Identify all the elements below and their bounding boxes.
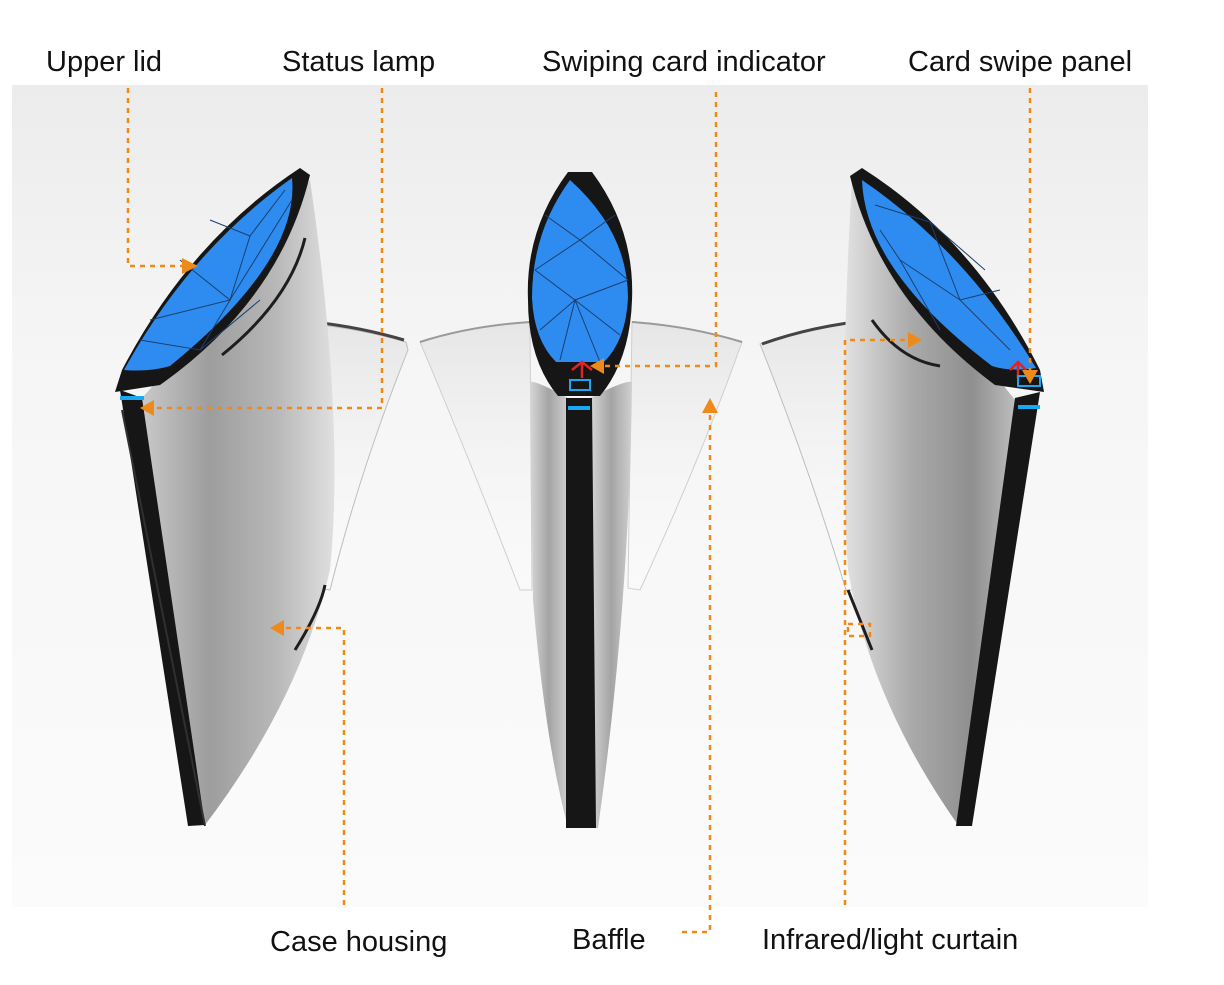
baffle-center-right: [627, 321, 743, 591]
left-turnstile-unit: [115, 168, 335, 827]
left-upper-lid: [124, 178, 293, 371]
leader-arrowheads: [140, 258, 1038, 636]
baffle-center-left: [419, 321, 533, 591]
right-turnstile-unit: [843, 168, 1044, 826]
center-swiping-card-indicator: [571, 360, 593, 378]
label-card-swipe-panel: Card swipe panel: [900, 42, 1141, 83]
label-baffle: Baffle: [564, 920, 654, 961]
label-infrared-light-curtain: Infrared/light curtain: [754, 920, 1027, 961]
center-turnstile-unit: [527, 172, 633, 828]
label-case-housing: Case housing: [262, 922, 456, 963]
label-swiping-card-indicator: Swiping card indicator: [534, 42, 834, 83]
label-upper-lid: Upper lid: [38, 42, 227, 83]
right-upper-lid: [862, 180, 1036, 370]
label-status-lamp: Status lamp: [274, 42, 444, 83]
leader-lines: [126, 88, 1032, 934]
